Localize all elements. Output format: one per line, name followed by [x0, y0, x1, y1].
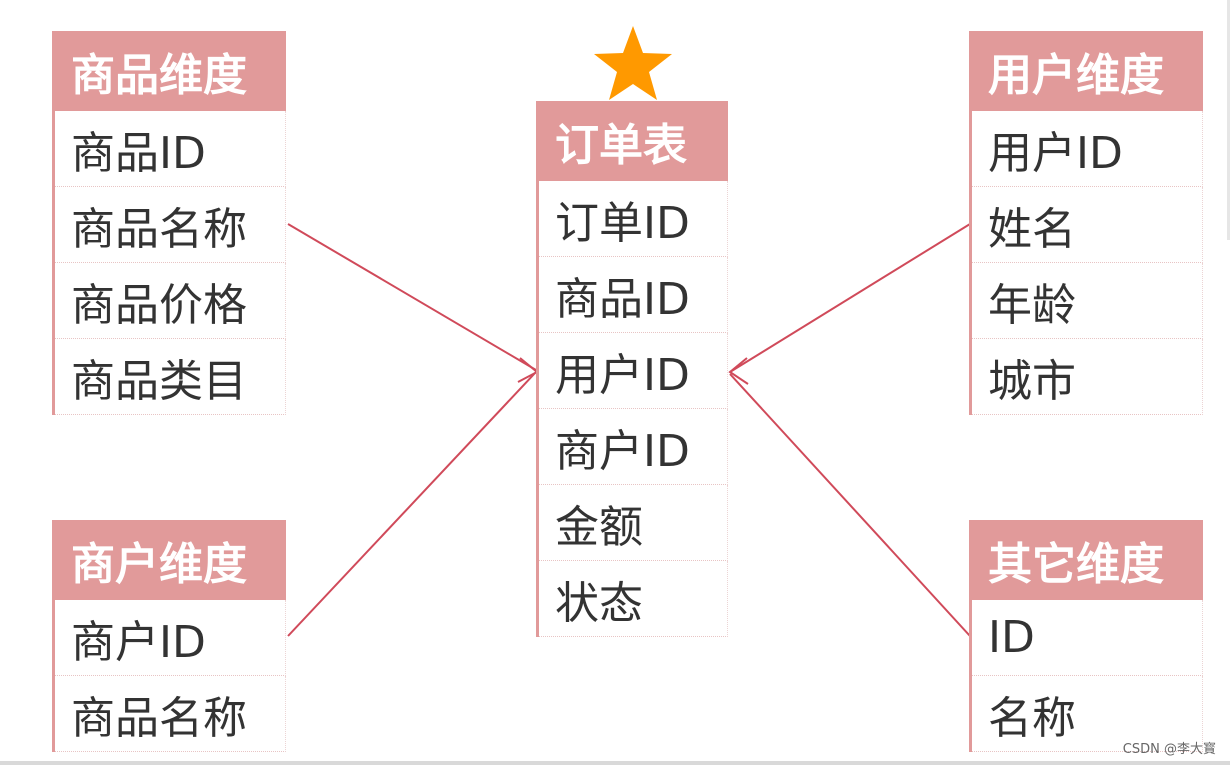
table-title: 商品维度	[55, 31, 286, 111]
table-field: 商品价格	[55, 263, 286, 339]
table-other-dimension: 其它维度 ID 名称	[969, 520, 1203, 752]
table-field: 商户ID	[55, 600, 286, 676]
table-field: 名称	[972, 676, 1203, 752]
scrollbar-edge	[1227, 0, 1230, 240]
table-title: 其它维度	[972, 520, 1203, 600]
table-order-fact: 订单表 订单ID 商品ID 用户ID 商户ID 金额 状态	[536, 101, 728, 637]
arrowhead-right	[728, 357, 749, 385]
table-title: 用户维度	[972, 31, 1203, 111]
table-field: 订单ID	[539, 181, 728, 257]
table-field: 金额	[539, 485, 728, 561]
table-field: 年龄	[972, 263, 1203, 339]
table-field: 商品名称	[55, 676, 286, 752]
star-icon	[594, 26, 672, 100]
table-title: 商户维度	[55, 520, 286, 600]
link-product-to-order	[287, 223, 537, 371]
table-field: 商品类目	[55, 339, 286, 415]
table-product-dimension: 商品维度 商品ID 商品名称 商品价格 商品类目	[52, 31, 286, 415]
bottom-edge	[0, 761, 1230, 765]
table-field: 用户ID	[972, 111, 1203, 187]
table-field: 城市	[972, 339, 1203, 415]
watermark: CSDN @李大寳	[1122, 742, 1216, 757]
table-field: ID	[972, 600, 1203, 676]
table-field: 姓名	[972, 187, 1203, 263]
link-other-to-order	[729, 373, 971, 637]
table-user-dimension: 用户维度 用户ID 姓名 年龄 城市	[969, 31, 1203, 415]
link-user-to-order	[729, 223, 971, 373]
table-merchant-dimension: 商户维度 商户ID 商品名称	[52, 520, 286, 752]
table-title: 订单表	[539, 101, 728, 181]
table-field: 用户ID	[539, 333, 728, 409]
table-field: 商品ID	[539, 257, 728, 333]
table-field: 商品ID	[55, 111, 286, 187]
table-field: 状态	[539, 561, 728, 637]
table-field: 商户ID	[539, 409, 728, 485]
link-merchant-to-order	[287, 371, 537, 637]
table-field: 商品名称	[55, 187, 286, 263]
